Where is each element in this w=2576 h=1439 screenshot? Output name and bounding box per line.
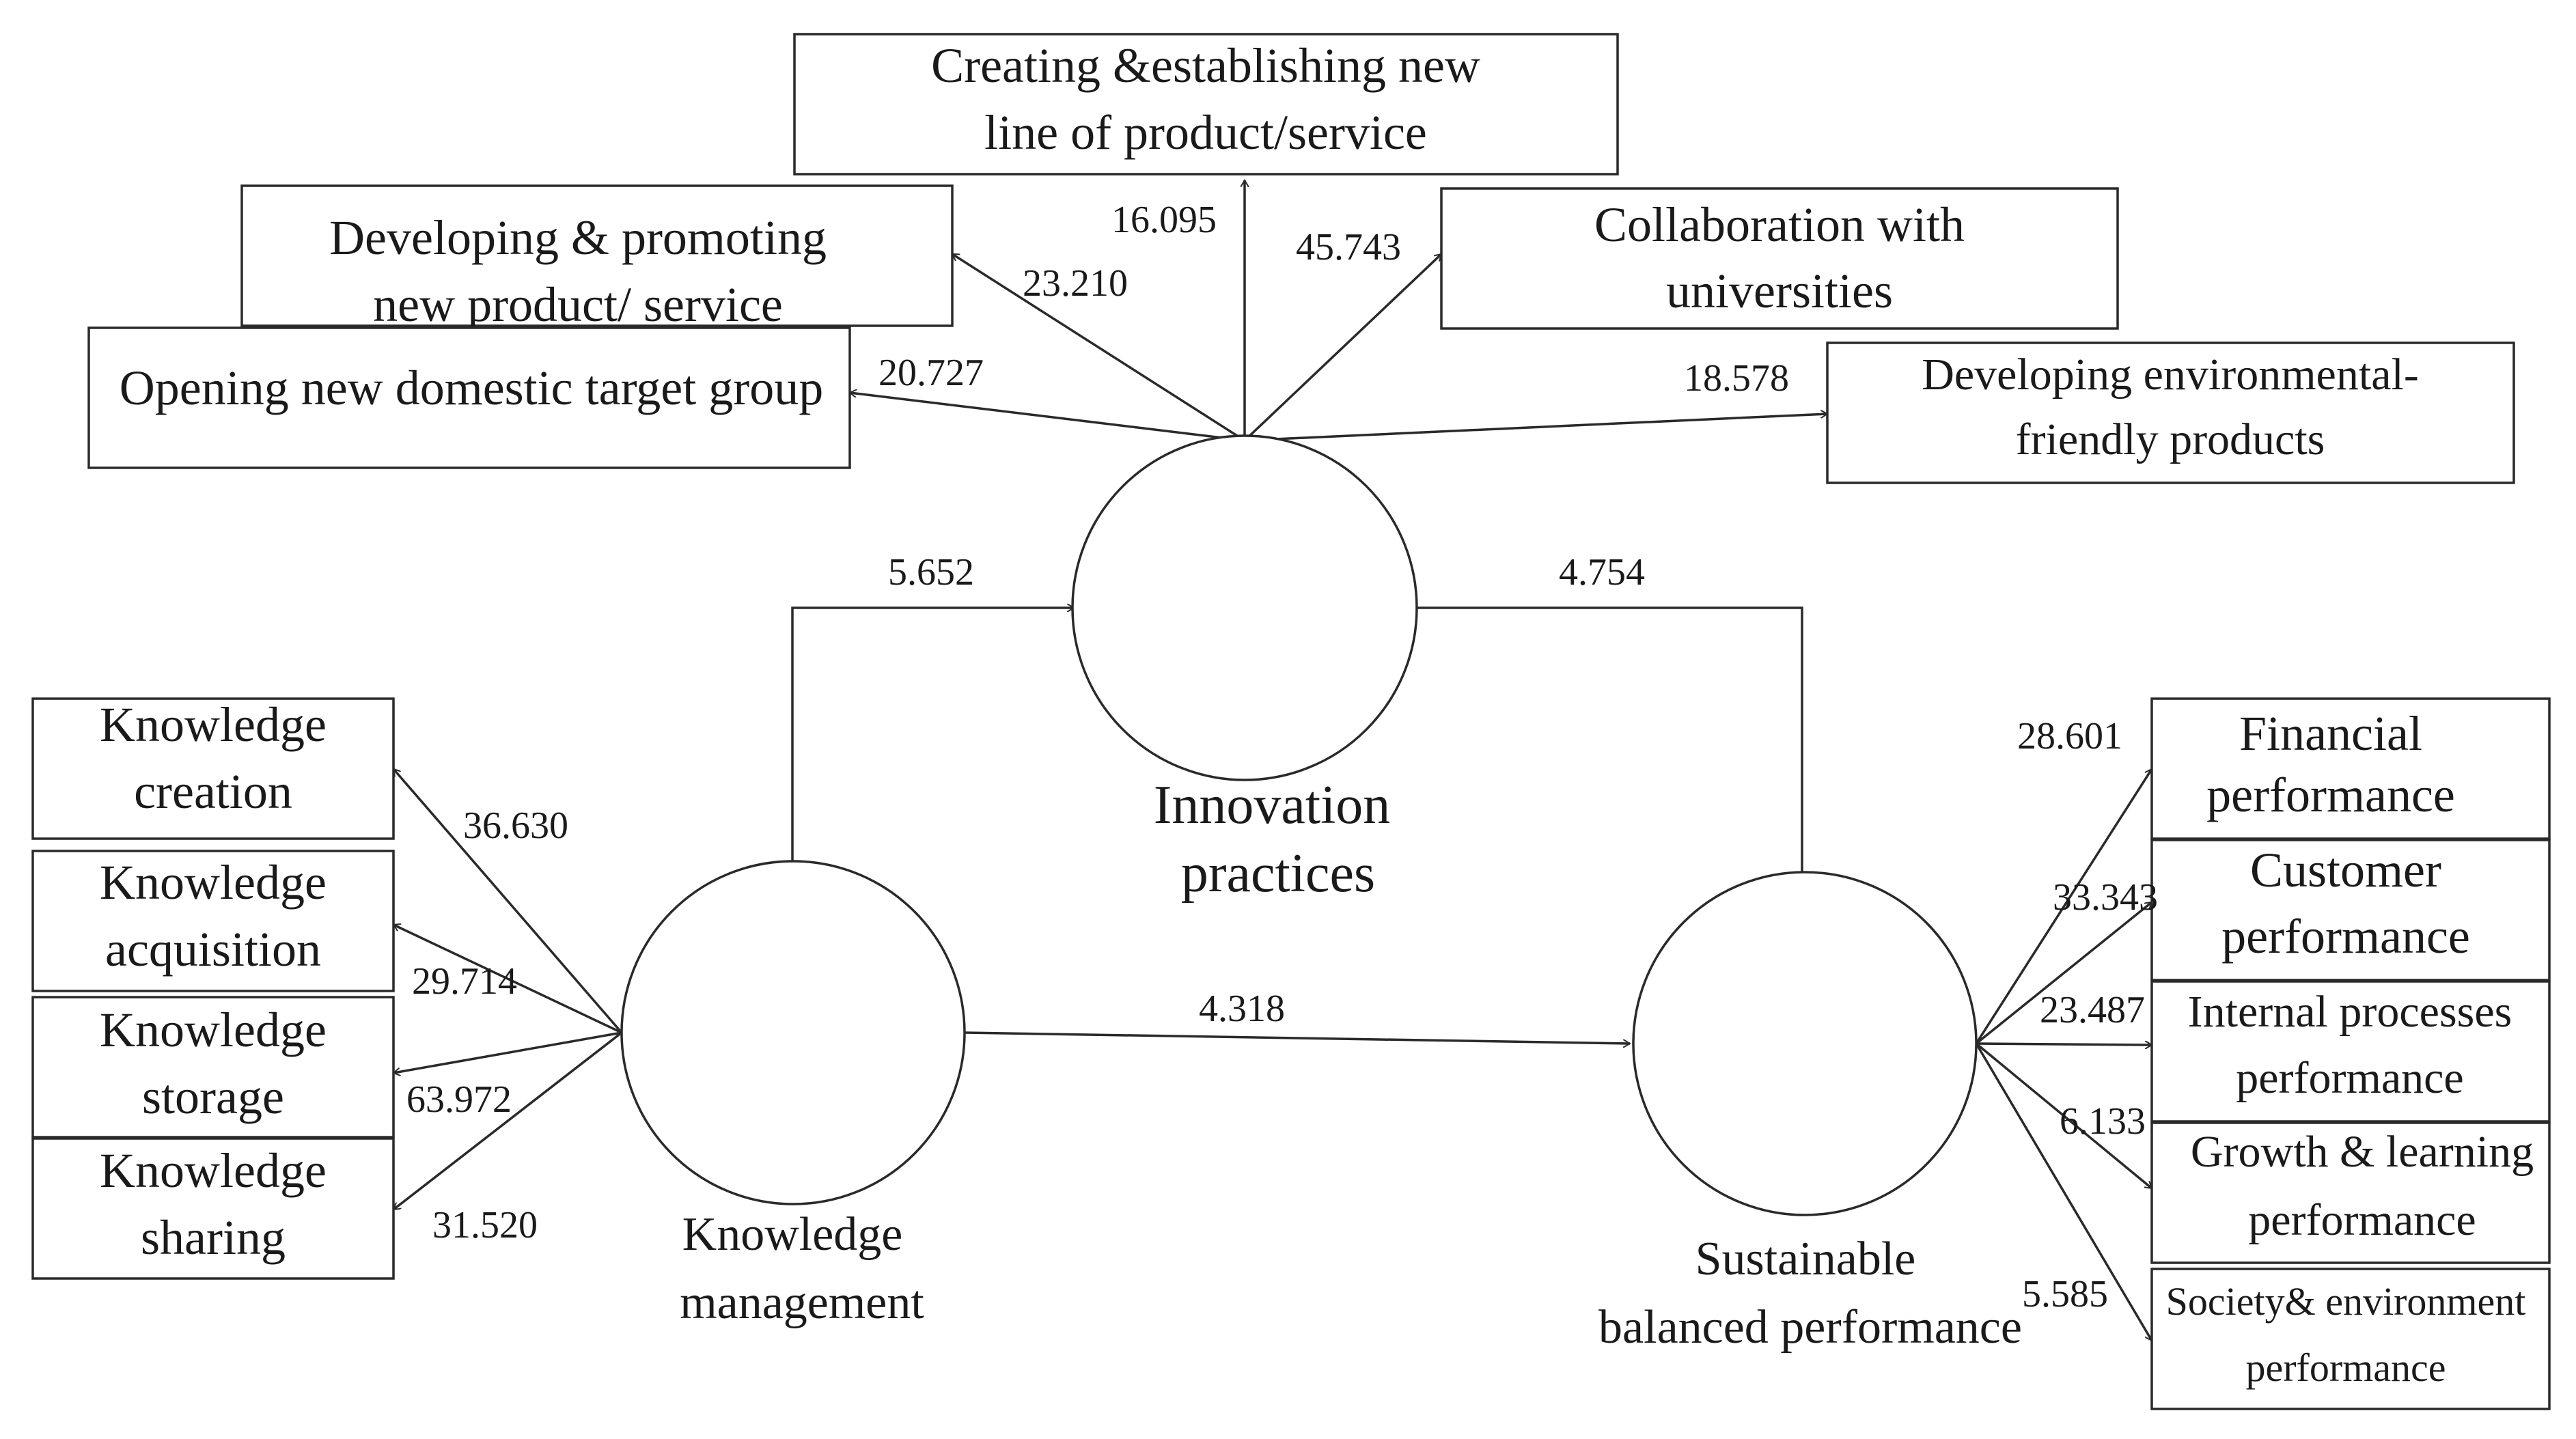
coef-creating: 16.095 bbox=[1111, 199, 1217, 241]
indicator-k-storage: Knowledge storage bbox=[31, 996, 395, 1138]
edge-ip-opening bbox=[850, 393, 1245, 442]
indicator-environmental: Developing environmental- friendly produ… bbox=[1826, 341, 2515, 484]
indicator-creating-line2: line of product/service bbox=[984, 105, 1427, 160]
coef-customer: 33.343 bbox=[2053, 876, 2158, 919]
coef-k-acquisition: 29.714 bbox=[412, 960, 517, 1003]
edge-sbp-internal bbox=[1976, 1044, 2152, 1045]
edge-sbp-customer bbox=[1975, 901, 2152, 1045]
edge-sbp-growth bbox=[1975, 1042, 2152, 1190]
coef-society: 5.585 bbox=[2022, 1273, 2108, 1315]
coef-ip-to-sbp: 4.754 bbox=[1559, 551, 1645, 593]
coef-k-storage: 63.972 bbox=[406, 1078, 512, 1121]
knowledge-management-label-1: Knowledge bbox=[682, 1208, 903, 1261]
indicator-collaboration-line2: universities bbox=[1666, 264, 1893, 318]
coef-km-to-sbp: 4.318 bbox=[1199, 988, 1285, 1030]
indicator-environmental-line2: friendly products bbox=[2016, 415, 2325, 464]
coef-developing: 23.210 bbox=[1023, 262, 1128, 305]
edge-km-k-creation bbox=[392, 769, 623, 1034]
coef-opening: 20.727 bbox=[878, 352, 984, 394]
sustainable-performance-label-2: balanced performance bbox=[1598, 1301, 2022, 1354]
knowledge-management-circle bbox=[620, 860, 966, 1205]
indicator-developing: Developing & promoting new product/ serv… bbox=[240, 184, 954, 332]
indicator-environmental-line1: Developing environmental- bbox=[1922, 350, 2419, 400]
indicator-k-acquisition: Knowledge acquisition bbox=[31, 850, 395, 992]
edge-sbp-financial bbox=[1975, 769, 2153, 1044]
indicator-k-acquisition-line2: acquisition bbox=[105, 922, 321, 977]
indicator-customer-line1: Customer bbox=[2250, 843, 2441, 897]
coef-growth: 6.133 bbox=[2060, 1100, 2146, 1143]
indicator-internal-line1: Internal processes bbox=[2188, 987, 2512, 1037]
indicator-k-storage-line1: Knowledge bbox=[100, 1003, 327, 1057]
indicator-financial: Financial performance bbox=[2150, 697, 2551, 840]
edge-ip-to-sbp bbox=[1417, 606, 1802, 880]
edge-km-to-ip bbox=[791, 608, 1074, 864]
indicator-creating: Creating &establishing new line of produ… bbox=[793, 33, 1619, 176]
indicator-k-sharing-line2: sharing bbox=[141, 1210, 286, 1265]
indicator-growth: Growth & learning performance bbox=[2150, 1121, 2551, 1264]
indicator-society-line2: performance bbox=[2245, 1345, 2446, 1390]
indicator-creating-line1: Creating &establishing new bbox=[931, 38, 1480, 93]
indicator-growth-line1: Growth & learning bbox=[2191, 1127, 2534, 1177]
indicator-society-line1: Society& environment bbox=[2166, 1279, 2526, 1324]
sustainable-performance-circle bbox=[1632, 871, 1978, 1216]
indicator-financial-line2: performance bbox=[2206, 768, 2455, 822]
indicator-k-creation-line1: Knowledge bbox=[100, 697, 327, 752]
coef-collaboration: 45.743 bbox=[1296, 226, 1401, 268]
indicator-k-acquisition-line1: Knowledge bbox=[100, 855, 327, 910]
indicator-k-sharing: Knowledge sharing bbox=[31, 1137, 395, 1280]
indicator-developing-line1: Developing & promoting bbox=[329, 210, 827, 265]
indicator-developing-line2: new product/ service bbox=[373, 277, 783, 332]
edge-km-k-acquisition bbox=[393, 925, 622, 1034]
knowledge-management-label-2: management bbox=[680, 1276, 924, 1329]
indicator-customer-line2: performance bbox=[2221, 909, 2470, 964]
indicator-growth-line2: performance bbox=[2248, 1195, 2476, 1245]
innovation-practices-label-1: Innovation bbox=[1154, 775, 1391, 835]
indicator-opening: Opening new domestic target group bbox=[87, 326, 851, 469]
indicator-internal-line2: performance bbox=[2236, 1053, 2463, 1103]
indicator-collaboration: Collaboration with universities bbox=[1440, 187, 2119, 330]
coef-km-to-ip: 5.652 bbox=[888, 551, 974, 593]
edge-ip-collaboration bbox=[1243, 254, 1441, 442]
sustainable-performance-label-1: Sustainable bbox=[1695, 1233, 1916, 1285]
indicator-opening-line1: Opening new domestic target group bbox=[120, 361, 823, 415]
indicator-k-storage-line2: storage bbox=[142, 1070, 284, 1124]
edge-km-k-storage bbox=[393, 1031, 622, 1073]
innovation-practices-label-2: practices bbox=[1181, 843, 1375, 904]
indicator-collaboration-line1: Collaboration with bbox=[1594, 197, 1965, 252]
edges bbox=[393, 180, 2152, 1341]
indicator-society: Society& environment performance bbox=[2150, 1268, 2551, 1410]
indicator-customer: Customer performance bbox=[2150, 839, 2551, 981]
indicator-financial-line1: Financial bbox=[2239, 706, 2422, 761]
edge-ip-developing bbox=[952, 253, 1245, 442]
indicator-k-creation-line2: creation bbox=[134, 764, 292, 819]
coef-k-creation: 36.630 bbox=[463, 805, 568, 847]
indicator-k-sharing-line1: Knowledge bbox=[100, 1143, 327, 1198]
coefficients: 16.095 23.210 20.727 45.743 18.578 5.652… bbox=[406, 199, 2158, 1315]
indicator-k-creation: Knowledge creation bbox=[31, 697, 395, 840]
coef-environmental: 18.578 bbox=[1684, 357, 1789, 400]
edge-km-to-sbp bbox=[964, 1031, 1630, 1044]
coef-financial: 28.601 bbox=[2017, 715, 2122, 757]
coef-internal: 23.487 bbox=[2040, 989, 2145, 1031]
edge-ip-environmental bbox=[1244, 414, 1827, 442]
edge-sbp-society bbox=[1975, 1043, 2153, 1341]
coef-k-sharing: 31.520 bbox=[432, 1204, 538, 1246]
indicator-internal: Internal processes performance bbox=[2150, 980, 2551, 1123]
edge-km-k-sharing bbox=[393, 1031, 623, 1211]
innovation-practices-circle bbox=[1071, 434, 1418, 781]
